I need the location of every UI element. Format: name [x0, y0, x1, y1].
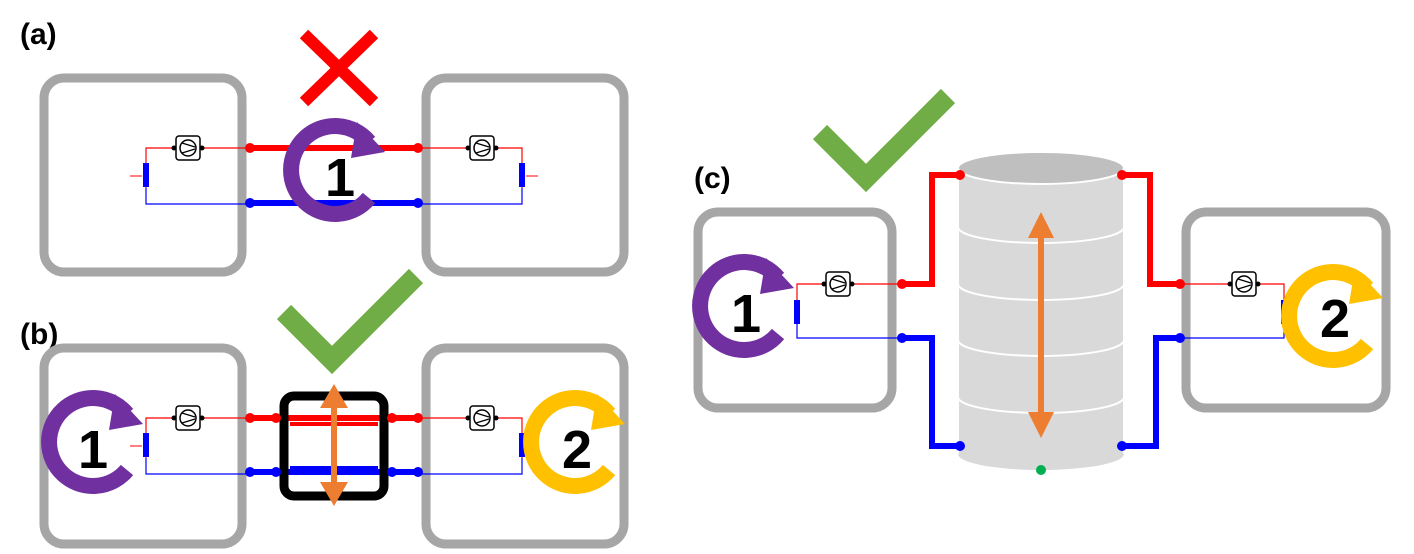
- right-internal-circuit: [420, 417, 538, 475]
- cross-icon: [299, 29, 379, 107]
- loop-number-left: 1: [78, 420, 108, 480]
- check-icon: [812, 88, 956, 193]
- loop-arrow-icon: [1289, 268, 1383, 360]
- check-icon: [276, 268, 424, 375]
- left-internal-circuit: [130, 147, 248, 205]
- tank-bottom-node: [1036, 465, 1046, 475]
- left-internal-circuit: [130, 417, 248, 475]
- compressor-icon: [170, 135, 206, 161]
- loop-arrow-icon: [700, 258, 794, 350]
- compressor-icon: [170, 405, 206, 431]
- loop-number: 1: [325, 148, 355, 208]
- compressor-icon: [820, 271, 856, 297]
- loop-arrow-icon: [291, 122, 385, 214]
- panel-b-label: (b): [20, 318, 58, 351]
- loop-arrow-icon: [49, 394, 143, 486]
- loop-arrow-icon: [531, 394, 625, 486]
- compressor-icon: [464, 405, 500, 431]
- double-arrow-icon: [320, 384, 348, 506]
- hot-supply-left: [902, 172, 960, 287]
- left-internal-circuit: [794, 283, 902, 339]
- hot-supply-right: [1122, 172, 1180, 287]
- panel-c-label: (c): [694, 162, 731, 195]
- right-internal-circuit: [420, 147, 538, 205]
- double-arrow-icon: [1028, 212, 1054, 438]
- loop-number-right: 2: [1320, 289, 1350, 349]
- loop-number-right: 2: [562, 420, 592, 480]
- cold-return-right: [1122, 335, 1180, 449]
- cold-return-left: [902, 335, 960, 449]
- panel-a-label: (a): [20, 18, 57, 51]
- compressor-icon: [464, 135, 500, 161]
- loop-number-left: 1: [731, 284, 761, 344]
- compressor-icon: [1226, 271, 1262, 297]
